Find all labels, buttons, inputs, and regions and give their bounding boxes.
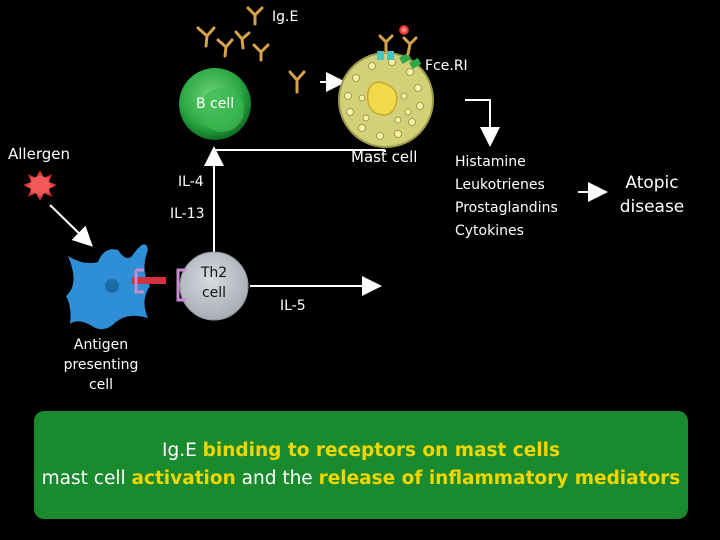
caption-text: and the [235,468,319,489]
il4-label: IL-4 [178,174,204,190]
b-cell-label: B cell [196,96,235,112]
mast-cell-icon [338,25,434,148]
antigen-presenting-cell-icon [66,244,166,330]
allergen-label: Allergen [8,145,70,163]
fceri-label: Fce.RI [425,58,468,74]
mediator-item: Prostaglandins [455,200,558,216]
th2-label: Th2 cell [194,263,234,303]
mast-cell-label: Mast cell [351,148,418,166]
mediator-item: Histamine [455,154,526,170]
outcome-label: Atopic disease [612,171,692,219]
ige-antibody-icon [196,6,306,94]
apc-label-line2: presenting [63,357,139,373]
b-cell-icon [179,68,251,140]
th2-label-line1: Th2 [200,265,228,281]
mediators-list: Histamine Leukotrienes Prostaglandins Cy… [455,151,558,243]
caption-line-2: mast cell activation and the release of … [34,465,688,493]
apc-label: Antigen presenting cell [46,335,156,395]
mediator-item: Cytokines [455,223,524,239]
caption-highlight: release of inflammatory mediators [318,468,681,489]
ige-label: Ig.E [272,9,299,25]
outcome-label-line2: disease [619,197,685,217]
apc-label-line1: Antigen [73,337,129,353]
caption-highlight: activation [131,468,236,489]
caption-line-1: Ig.E binding to receptors on mast cells [34,437,688,465]
outcome-label-line1: Atopic [625,173,679,193]
caption-highlight: binding to receptors on mast cells [202,440,560,461]
mediator-item: Leukotrienes [455,177,545,193]
il13-label: IL-13 [170,206,205,222]
apc-label-line3: cell [88,377,114,393]
caption-text: mast cell [41,468,132,489]
th2-label-line2: cell [201,285,227,301]
summary-caption: Ig.E binding to receptors on mast cells … [34,411,688,519]
allergen-icon [23,170,57,201]
caption-text: Ig.E [162,440,203,461]
il5-label: IL-5 [280,298,306,314]
th2-cell-icon [176,251,249,321]
